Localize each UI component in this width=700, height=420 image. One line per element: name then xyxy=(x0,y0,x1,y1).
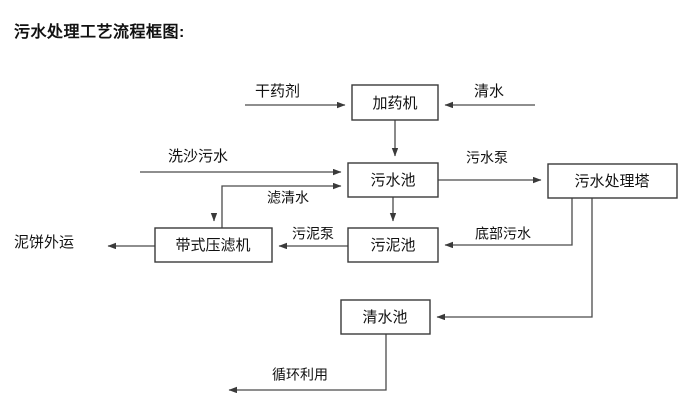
node-group: 加药机 污水池 污泥池 污水处理塔 带式压滤机 清水池 xyxy=(154,84,678,335)
node-label-sludge-pool: 污泥池 xyxy=(370,237,415,254)
edge-label-sludge-pump: 污泥泵 xyxy=(292,226,334,242)
edge-label-group: 滤清水 污水泵 污泥泵 底部污水 循环利用 xyxy=(267,150,531,383)
node-clean-water-pool[interactable]: 清水池 xyxy=(340,299,431,335)
node-sewage-pool[interactable]: 污水池 xyxy=(347,162,439,198)
node-label-clean-water-pool: 清水池 xyxy=(362,309,407,326)
terminal-label-sand-washing-sewage: 洗沙污水 xyxy=(168,148,228,165)
page-title: 污水处理工艺流程框图: xyxy=(14,24,185,41)
node-label-belt-filter-press: 带式压滤机 xyxy=(175,237,250,254)
node-treatment-tower[interactable]: 污水处理塔 xyxy=(547,163,678,199)
node-label-treatment-tower: 污水处理塔 xyxy=(574,173,649,190)
edge-belt-press-to-sewage-pool xyxy=(221,182,342,228)
terminal-label-dry-agent: 干药剂 xyxy=(255,83,300,100)
edge-group xyxy=(107,101,593,394)
terminal-label-clear-water: 清水 xyxy=(474,83,504,100)
node-label-sewage-pool: 污水池 xyxy=(370,172,415,189)
node-label-dosing-machine: 加药机 xyxy=(372,95,417,112)
node-dosing-machine[interactable]: 加药机 xyxy=(351,84,439,121)
edge-clean-pool-to-recycle xyxy=(228,334,387,394)
edge-tower-to-clean-pool xyxy=(436,198,593,321)
node-belt-filter-press[interactable]: 带式压滤机 xyxy=(154,227,273,263)
edge-label-recycle-use: 循环利用 xyxy=(272,367,328,383)
edge-label-sewage-pump: 污水泵 xyxy=(466,150,508,166)
node-sludge-pool[interactable]: 污泥池 xyxy=(347,227,439,263)
edge-label-filtrate: 滤清水 xyxy=(267,190,309,206)
edge-tower-to-sludge-pool xyxy=(444,198,573,249)
terminal-label-group: 干药剂 清水 洗沙污水 泥饼外运 xyxy=(14,83,504,251)
edge-label-bottom-sewage: 底部污水 xyxy=(475,226,531,242)
terminal-label-mud-cake-out: 泥饼外运 xyxy=(14,234,74,251)
